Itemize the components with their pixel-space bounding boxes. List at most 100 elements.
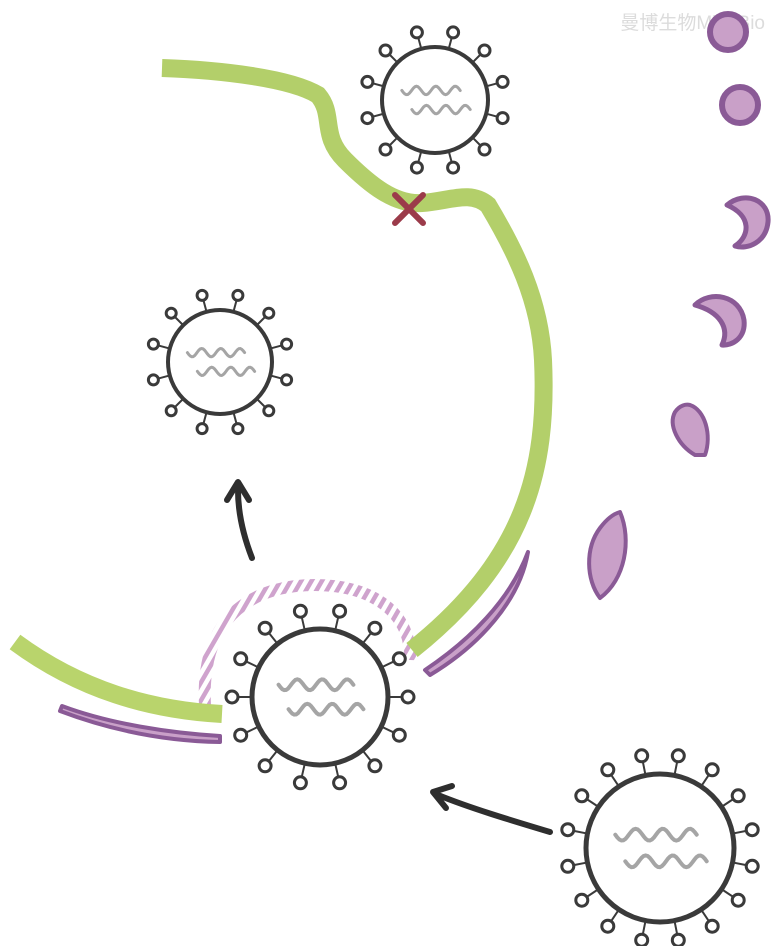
spike-knob [409,25,424,40]
spike-knob [730,788,746,804]
spike-stalk [586,888,600,898]
particle-envelope [380,45,490,155]
spike-stalk [610,774,620,788]
spike-knob [730,892,746,908]
spike-stalk [380,660,395,669]
spike-knob [378,43,393,58]
spike-stalk [447,150,453,163]
cell-membrane-upper [161,59,553,658]
spike-knob [262,306,276,320]
spike-knob [391,651,407,667]
spike-knob [262,404,276,418]
spike-knob [600,918,616,934]
spike-stalk [673,761,679,776]
virus-particle-middle [146,288,294,436]
spike-knob [495,74,510,89]
spike-knob [257,620,273,636]
spike-stalk [700,774,710,788]
spike-stalk [732,829,747,835]
genome-strand [195,365,257,378]
spike-stalk [388,53,399,64]
spike-knob [560,822,576,838]
spike-knob [477,142,492,157]
spike-stalk [471,53,482,64]
spike-knob [224,689,240,705]
spike-stalk [361,749,372,762]
membrane-vesicle-left [58,704,222,744]
spike-knob [704,918,720,934]
spike-knob [634,932,650,946]
spike-knob [574,788,590,804]
spike-stalk [269,344,283,350]
arrow-left [435,792,553,835]
spike-stalk [485,82,498,88]
spike-knob [231,288,245,302]
spike-stalk [700,908,710,922]
spike-stalk [245,725,260,734]
vesicle-1 [707,11,749,53]
spike-knob [292,775,308,791]
spike-stalk [573,829,588,835]
virus-particles [146,25,760,946]
spike-knob [400,689,416,705]
vesicle-3 [724,195,771,250]
spike-knob [164,404,178,418]
spike-stalk [447,37,453,50]
spike-stalk [485,112,498,118]
vesicle-2 [719,84,761,126]
spike-stalk [334,616,340,631]
spike-knob [446,25,461,40]
spike-knob [195,422,209,436]
particle-envelope [166,308,274,416]
spike-knob [378,142,393,157]
vesicle-series [587,11,771,600]
spike-stalk [732,861,747,867]
spike-stalk [610,908,620,922]
spike-stalk [334,763,340,778]
spike-stalk [174,316,184,326]
membrane-vesicle-right [423,550,530,677]
arrow-up-head [224,479,252,503]
spike-stalk [174,398,184,408]
spike-knob [574,892,590,908]
spike-stalk [269,374,283,380]
spike-knob [360,111,375,126]
spike-stalk [573,861,588,867]
spike-knob [146,373,160,387]
spike-stalk [372,82,385,88]
spike-stalk [157,374,171,380]
spike-stalk [202,411,208,425]
spike-knob [257,758,273,774]
spike-knob [360,74,375,89]
spike-knob [744,858,760,874]
spike-stalk [471,136,482,147]
vesicle-6 [587,510,628,600]
genome-strand [410,103,472,116]
spike-stalk [641,920,647,935]
genome-strand [276,677,356,693]
virus-particle-top [360,25,510,175]
spike-stalk [361,632,372,645]
spike-knob [477,43,492,58]
spike-knob [164,306,178,320]
spike-stalk [157,344,171,350]
spike-stalk [641,761,647,776]
vesicle-4 [692,294,747,348]
spike-stalk [372,112,385,118]
virus-particle-bottom [560,748,760,946]
spike-stalk [417,150,423,163]
genome-strand [185,346,247,359]
spike-stalk [417,37,423,50]
spike-stalk [300,616,306,631]
spike-stalk [380,725,395,734]
spike-stalk [388,136,399,147]
spike-knob [495,111,510,126]
spike-knob [280,337,294,351]
spike-stalk [232,299,238,313]
spike-knob [367,620,383,636]
particle-envelope [249,626,391,768]
spike-stalk [720,888,734,898]
spike-knob [233,651,249,667]
spike-stalk [673,920,679,935]
